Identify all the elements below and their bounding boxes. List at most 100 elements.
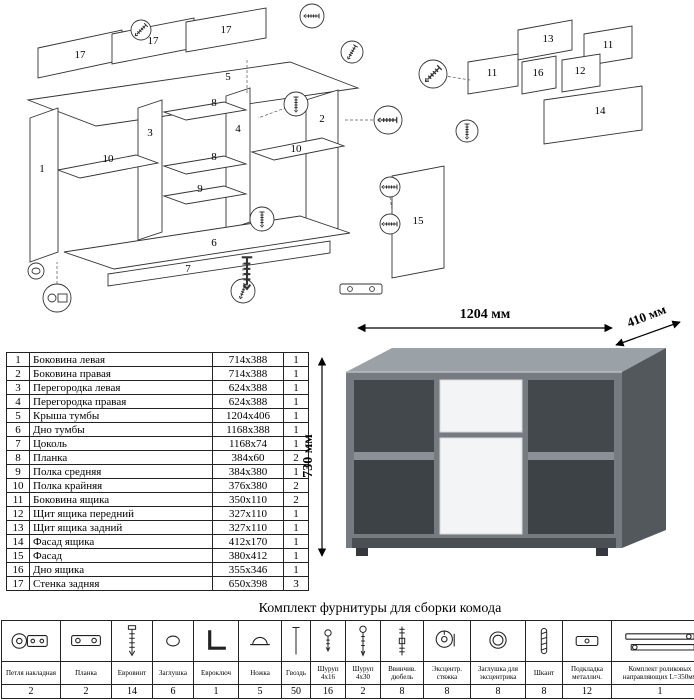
part-number: 2 xyxy=(6,366,30,381)
part-name: Полка средняя xyxy=(29,464,213,479)
shelf-left-10 xyxy=(56,154,160,179)
part-qty: 2 xyxy=(283,492,309,507)
planka-mid-8 xyxy=(162,155,248,175)
part-number: 16 xyxy=(6,562,30,577)
hardware-name: Заглушка для эксцентрика xyxy=(470,661,526,685)
part-number: 17 xyxy=(6,576,30,591)
parts-table-row: 10 Полка крайняя 376x380 2 xyxy=(6,478,309,493)
part-name: Дно тумбы xyxy=(29,422,213,437)
hardware-qty: 16 xyxy=(310,684,346,699)
screw-4x30-icon xyxy=(345,620,381,662)
cabinet-right-side xyxy=(622,348,666,548)
hardware-name: Ввинчив. дюбель xyxy=(380,661,424,685)
drawer-front-12 xyxy=(561,53,601,93)
hardware-callouts xyxy=(27,3,479,313)
part-label: 10 xyxy=(291,143,303,155)
hardware-qty: 2 xyxy=(345,684,381,699)
plinth-7 xyxy=(107,240,331,287)
part-number: 1 xyxy=(6,352,30,367)
left-side-panel-1 xyxy=(29,107,59,263)
part-label: 16 xyxy=(533,67,545,79)
hardware-qty: 8 xyxy=(525,684,563,699)
hardware-qty: 50 xyxy=(281,684,311,699)
hardware-qty: 8 xyxy=(380,684,424,699)
part-name: Перегородка правая xyxy=(29,394,213,409)
parts-table-row: 5 Крыша тумбы 1204x406 1 xyxy=(6,408,309,423)
door-front-white xyxy=(439,437,523,535)
hardware-qty: 2 xyxy=(60,684,112,699)
shelf-edge-right xyxy=(528,452,614,460)
part-label: 8 xyxy=(211,97,217,109)
part-number: 10 xyxy=(6,478,30,493)
opening-right-upper xyxy=(528,380,614,452)
hardware-name: Шкант xyxy=(525,661,563,685)
parts-table-row: 3 Перегородка левая 624x388 1 xyxy=(6,380,309,395)
part-number: 3 xyxy=(6,380,30,395)
metal-pad-icon xyxy=(562,620,612,662)
hardware-qty-row: 2 2 14 6 1 5 50 16 2 8 8 8 8 12 1 xyxy=(1,684,694,699)
part-label: 14 xyxy=(595,105,607,117)
hardware-table: Петля накладная Планка Евровинт Заглушка… xyxy=(1,620,694,699)
hardware-qty: 12 xyxy=(562,684,612,699)
opening-left-upper xyxy=(354,380,434,452)
part-number: 13 xyxy=(6,520,30,535)
part-name: Стенка задняя xyxy=(29,576,213,591)
part-name: Полка крайняя xyxy=(29,478,213,493)
part-name: Дно ящика xyxy=(29,562,213,577)
nail-icon xyxy=(281,620,311,662)
parts-table-row: 12 Щит ящика передний 327x110 1 xyxy=(6,506,309,521)
part-label: 6 xyxy=(211,237,217,249)
bottom-panel-6 xyxy=(63,215,351,270)
screw-4x16-icon xyxy=(310,620,346,662)
parts-table-row: 2 Боковина правая 714x388 1 xyxy=(6,366,309,381)
parts-table-row: 16 Дно ящика 355x346 1 xyxy=(6,562,309,577)
hardware-qty: 2 xyxy=(1,684,61,699)
plinth-front xyxy=(352,538,616,548)
opening-right-lower xyxy=(528,460,614,534)
part-label: 2 xyxy=(319,113,325,125)
cam-cap-icon xyxy=(470,620,526,662)
part-label: 13 xyxy=(543,33,555,45)
euro-screw-icon xyxy=(111,620,153,662)
part-label: 11 xyxy=(603,39,614,51)
part-size: 355x346 xyxy=(212,562,284,577)
part-qty: 1 xyxy=(283,394,309,409)
part-size: 327x110 xyxy=(212,506,284,521)
part-number: 7 xyxy=(6,436,30,451)
part-size: 384x60 xyxy=(212,450,284,465)
hardware-name: Евровинт xyxy=(111,661,153,685)
hardware-qty: 1 xyxy=(611,684,694,699)
dimension-depth-label: 410 мм xyxy=(625,301,668,330)
part-name: Перегородка левая xyxy=(29,380,213,395)
furniture-leg-icon xyxy=(238,620,282,662)
hardware-name: Ножка xyxy=(238,661,282,685)
hardware-icons-row xyxy=(1,620,694,662)
part-label: 12 xyxy=(575,65,586,77)
cap-icon xyxy=(152,620,194,662)
parts-table-body: 1 Боковина левая 714x388 1 2 Боковина пр… xyxy=(6,352,309,591)
part-number: 5 xyxy=(6,408,30,423)
cam-lock-icon xyxy=(423,620,471,662)
hardware-qty: 5 xyxy=(238,684,282,699)
parts-table-row: 8 Планка 384x60 2 xyxy=(6,450,309,465)
drawer-slides-icon xyxy=(611,620,694,662)
dimension-width-label: 1204 мм xyxy=(460,307,511,322)
parts-table-row: 6 Дно тумбы 1168x388 1 xyxy=(6,422,309,437)
parts-table-row: 4 Перегородка правая 624x388 1 xyxy=(6,394,309,409)
foot-right xyxy=(596,548,608,556)
part-name: Фасад ящика xyxy=(29,534,213,549)
hinge-icon xyxy=(1,620,61,662)
hardware-name: Евроключ xyxy=(193,661,239,685)
drawer-front-white xyxy=(439,379,523,433)
divider-left-3 xyxy=(137,99,163,241)
hardware-qty: 14 xyxy=(111,684,153,699)
hardware-kit-title: Комплект фурнитуры для сборки комода xyxy=(258,601,502,616)
part-size: 384x380 xyxy=(212,464,284,479)
shelf-right-10 xyxy=(250,137,346,161)
part-number: 11 xyxy=(6,492,30,507)
part-name: Боковина правая xyxy=(29,366,213,381)
right-side-panel-2 xyxy=(305,89,339,239)
part-name: Планка xyxy=(29,450,213,465)
part-size: 624x388 xyxy=(212,394,284,409)
part-name: Щит ящика задний xyxy=(29,520,213,535)
